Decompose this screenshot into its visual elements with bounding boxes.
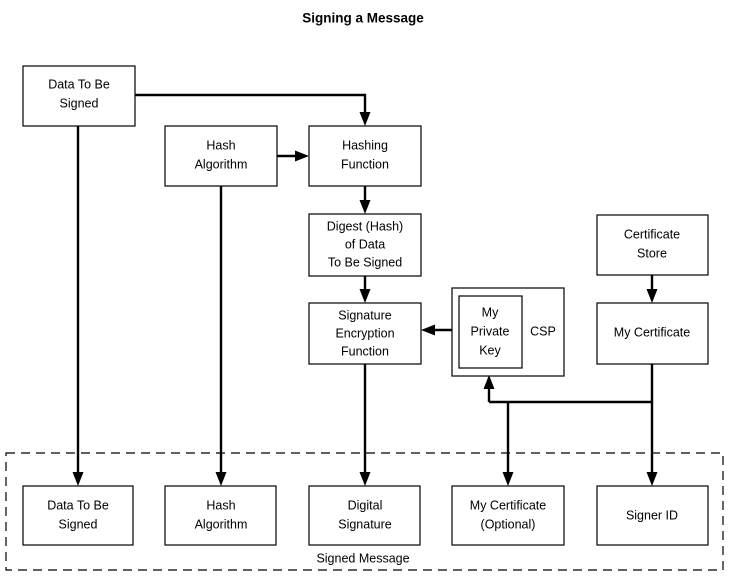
- node-box[interactable]: [308, 213, 422, 277]
- node-box[interactable]: [308, 302, 422, 365]
- node-label-line2: Store: [637, 246, 667, 260]
- arrow-head-icon: [483, 375, 495, 389]
- node-label-line1: Signer ID: [626, 508, 678, 522]
- node-label-line2: Signed: [59, 517, 98, 531]
- signed-message-group: Signed Message: [5, 452, 724, 571]
- node-digital-signature[interactable]: Digital Signature: [308, 485, 421, 546]
- node-label-line1: Signature: [338, 308, 392, 322]
- node-label-line1: Digest (Hash): [327, 219, 403, 233]
- node-label-line2: Private: [471, 324, 510, 338]
- node-signature-encryption-function[interactable]: Signature Encryption Function: [308, 302, 422, 365]
- node-my-certificate[interactable]: My Certificate: [596, 302, 709, 365]
- node-label-line1: Certificate: [624, 227, 680, 241]
- edge-data-to-hashing-function: [135, 93, 371, 126]
- node-box[interactable]: [308, 485, 421, 546]
- node-data-to-be-signed-bottom[interactable]: Data To Be Signed: [22, 485, 134, 546]
- node-hash-algorithm-top[interactable]: Hash Algorithm: [164, 125, 278, 187]
- edge-certificate-store-to-my-certificate: [646, 275, 658, 303]
- node-label-line1: Data To Be: [48, 77, 110, 91]
- node-certificate-store[interactable]: Certificate Store: [596, 214, 709, 276]
- connector-layer: [72, 93, 658, 486]
- arrow-head-icon: [421, 324, 435, 336]
- node-box[interactable]: [164, 485, 277, 546]
- edge-hashing-function-to-digest: [359, 186, 371, 214]
- node-label-line2: (Optional): [481, 517, 536, 531]
- node-label-line2: Algorithm: [195, 157, 248, 171]
- signed-message-label: Signed Message: [316, 551, 409, 565]
- node-digest[interactable]: Digest (Hash) of Data To Be Signed: [308, 213, 422, 277]
- edge-data-to-signed-message-data: [72, 126, 84, 486]
- edge-bus-to-csp: [483, 375, 495, 402]
- node-label-line1: Data To Be: [47, 498, 109, 512]
- node-my-private-key[interactable]: My Private Key: [458, 295, 523, 369]
- page-title: Signing a Message: [302, 11, 424, 26]
- node-label-line1: Hash: [206, 498, 235, 512]
- node-box[interactable]: [596, 485, 709, 546]
- arrow-head-icon: [646, 289, 658, 303]
- edge-hash-algorithm-to-signed-message-hash: [215, 186, 227, 486]
- node-label-line2: Signed: [60, 96, 99, 110]
- arrow-head-icon: [359, 200, 371, 214]
- node-label-line1: Hash: [206, 138, 235, 152]
- arrow-head-icon: [359, 289, 371, 303]
- edge-signature-encryption-to-digital-signature: [359, 364, 371, 486]
- node-label-line2: Algorithm: [195, 517, 248, 531]
- edge-bus-to-my-certificate-optional: [502, 402, 514, 486]
- arrow-head-icon: [502, 472, 514, 486]
- node-label-line1: My Certificate: [470, 498, 546, 512]
- edge-hash-algorithm-to-hashing-function: [277, 150, 309, 162]
- node-my-certificate-optional[interactable]: My Certificate (Optional): [451, 485, 565, 546]
- node-box[interactable]: [164, 125, 278, 187]
- node-box[interactable]: [22, 485, 134, 546]
- node-box[interactable]: [451, 485, 565, 546]
- node-box[interactable]: [596, 214, 709, 276]
- node-label-line2: Function: [341, 157, 389, 171]
- node-box[interactable]: [596, 302, 709, 365]
- node-label-line2: Signature: [338, 517, 392, 531]
- node-hashing-function[interactable]: Hashing Function: [308, 125, 422, 187]
- arrow-head-icon: [646, 472, 658, 486]
- arrow-head-icon: [295, 150, 309, 162]
- node-hash-algorithm-bottom[interactable]: Hash Algorithm: [164, 485, 277, 546]
- node-csp[interactable]: CSP My Private Key: [451, 287, 565, 377]
- node-label-line1: Digital: [348, 498, 383, 512]
- arrow-head-icon: [215, 472, 227, 486]
- node-box[interactable]: [458, 295, 523, 369]
- node-label-line1: My: [482, 305, 499, 319]
- node-box[interactable]: [308, 125, 422, 187]
- node-label-line2: of Data: [345, 237, 385, 251]
- node-label-line3: To Be Signed: [328, 255, 402, 269]
- node-label-line2: Encryption: [335, 326, 394, 340]
- signed-message-dashed-border: [5, 452, 724, 571]
- arrow-head-icon: [359, 112, 371, 126]
- edge-my-certificate-to-signer-id: [646, 402, 658, 486]
- node-label-line3: Key: [479, 343, 501, 357]
- node-label-line3: Function: [341, 344, 389, 358]
- node-label-line1: Hashing: [342, 138, 388, 152]
- csp-label: CSP: [530, 324, 556, 338]
- arrow-head-icon: [359, 472, 371, 486]
- arrow-head-icon: [72, 472, 84, 486]
- node-signer-id[interactable]: Signer ID: [596, 485, 709, 546]
- node-data-to-be-signed-top[interactable]: Data To Be Signed: [22, 65, 136, 127]
- edge-digest-to-signature-encryption: [359, 276, 371, 303]
- node-label-line1: My Certificate: [614, 325, 690, 339]
- node-box[interactable]: [22, 65, 136, 127]
